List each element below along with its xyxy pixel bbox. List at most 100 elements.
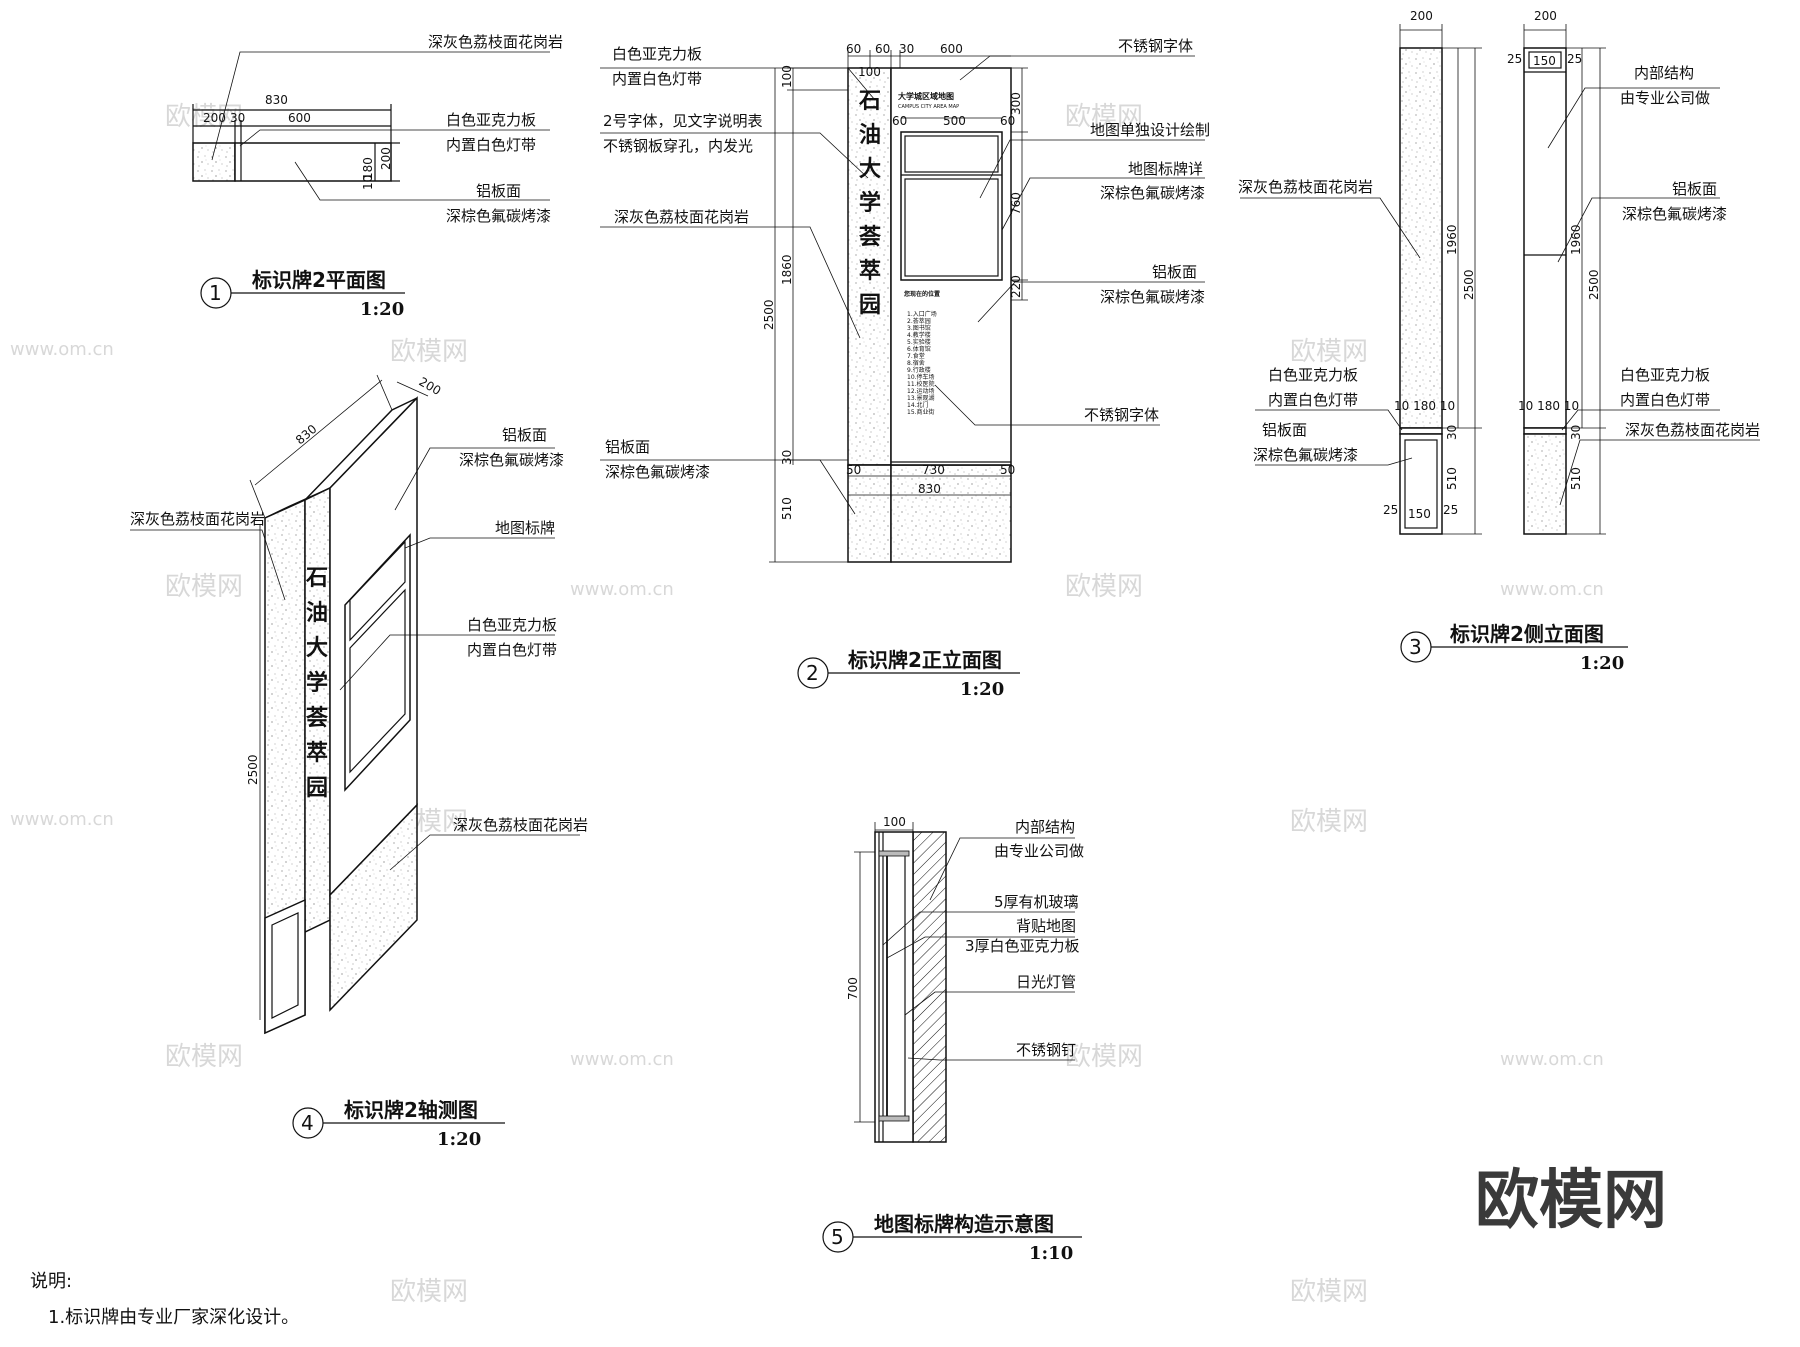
notes-title: 说明:	[30, 1271, 72, 1292]
label: 铝板面	[1152, 263, 1197, 281]
dim: 2500	[1462, 269, 1476, 300]
dim-180: 180	[361, 157, 375, 180]
label: 深棕色氟碳烤漆	[605, 463, 710, 481]
view-scale: 1:10	[1029, 1243, 1073, 1264]
watermark-url: www.om.cn	[570, 579, 674, 600]
label: 不锈钢字体	[1084, 406, 1159, 424]
sign-char: 大	[859, 157, 881, 182]
label: 深灰色荔枝面花岗岩	[453, 816, 588, 834]
view-number: 2	[806, 661, 819, 685]
map-legend-item: 1.入口广场	[907, 310, 937, 318]
dim: 200	[417, 374, 444, 398]
dim-200v: 200	[379, 147, 393, 170]
dim-830: 830	[265, 93, 288, 107]
dim: 1960	[1569, 224, 1583, 255]
plan-granite-block	[192, 142, 236, 182]
map-legend-item: 9.行政楼	[907, 366, 931, 374]
map-legend-item: 6.体育馆	[907, 345, 931, 353]
iso-sign-text: 石 油 大 学 荟 萃 园	[305, 566, 328, 801]
map-title: 大学城区域地图	[898, 91, 954, 101]
dim: 500	[943, 114, 966, 128]
dim: 730	[922, 463, 945, 477]
label: 地图标牌详	[1128, 160, 1203, 178]
label: 内置白色灯带	[467, 641, 557, 659]
label: 内置白色灯带	[1620, 391, 1710, 409]
plan-panel	[234, 142, 392, 182]
watermark: 欧模网	[165, 572, 243, 602]
watermark-url: www.om.cn	[10, 339, 114, 360]
label: 内置白色灯带	[1268, 391, 1358, 409]
label: 地图标牌	[495, 519, 555, 537]
label: 深灰色荔枝面花岗岩	[1625, 421, 1760, 439]
label: 铝板面	[605, 438, 650, 456]
label: 深棕色氟碳烤漆	[1100, 288, 1205, 306]
view-number: 3	[1409, 635, 1422, 659]
sign-char: 石	[305, 566, 328, 591]
dim: 30	[1569, 425, 1583, 440]
front-granite-base-left	[847, 464, 892, 563]
label-light-strip: 内置白色灯带	[446, 136, 536, 154]
label: 地图单独设计绘制	[1090, 121, 1210, 139]
watermark: 欧模网	[165, 1042, 243, 1072]
dim: 100	[858, 65, 881, 79]
dim: 1860	[780, 254, 794, 285]
view-title: 标识牌2平面图	[252, 268, 386, 292]
view-number: 4	[301, 1111, 314, 1135]
view-scale: 1:20	[360, 299, 404, 320]
view-side: 200 1960 2500 10 180 10 30 510 25 150 25…	[1238, 9, 1760, 674]
label-paint: 深棕色氟碳烤漆	[446, 207, 551, 225]
dim: 2500	[246, 754, 260, 785]
watermark-url: www.om.cn	[10, 809, 114, 830]
label: 铝板面	[1672, 180, 1717, 198]
label: 铝板面	[1262, 421, 1307, 439]
dim: 200	[1410, 9, 1433, 23]
view-number: 1	[209, 281, 222, 305]
note-item: 1.标识牌由专业厂家深化设计。	[48, 1307, 299, 1328]
dim: 30	[1445, 425, 1459, 440]
dim: 1960	[1445, 224, 1459, 255]
watermark: 欧模网	[390, 337, 468, 367]
dim: 2500	[762, 299, 776, 330]
label: 白色亚克力板	[467, 616, 557, 634]
sign-char: 园	[306, 776, 328, 801]
map-legend-item: 15.商业街	[907, 408, 935, 416]
dim: 60	[875, 42, 890, 56]
view-scale: 1:20	[1580, 653, 1624, 674]
view-title: 标识牌2侧立面图	[1450, 622, 1604, 646]
label: 深棕色氟碳烤漆	[1100, 184, 1205, 202]
map-subtitle: CAMPUS CITY AREA MAP	[898, 104, 959, 110]
dim: 700	[846, 977, 860, 1000]
map-legend-item: 2.荟萃园	[907, 317, 931, 325]
dim-200: 200	[203, 111, 226, 125]
view-scale: 1:20	[437, 1129, 481, 1150]
dim: 300	[1009, 92, 1023, 115]
dim-10: 10	[361, 175, 375, 190]
sign-char: 荟	[305, 706, 328, 731]
dim: 510	[1569, 467, 1583, 490]
map-legend-item: 8.宿舍	[907, 359, 925, 367]
label: 不锈钢钉	[1016, 1041, 1076, 1059]
label: 铝板面	[502, 426, 547, 444]
dim: 830	[293, 422, 320, 447]
dim: 830	[918, 482, 941, 496]
front-sign-text: 石 油 大 学 荟 萃 园	[858, 89, 881, 318]
watermark: 欧模网	[1290, 337, 1368, 367]
label: 深灰色荔枝面花岗岩	[130, 510, 265, 528]
dim: 10 180 10	[1394, 399, 1455, 413]
sign-char: 萃	[859, 259, 881, 284]
label: 由专业公司做	[1620, 89, 1710, 107]
label: 深棕色氟碳烤漆	[1253, 446, 1358, 464]
dim: 25	[1383, 503, 1398, 517]
label: 白色亚克力板	[1268, 366, 1358, 384]
label: 白色亚克力板	[612, 45, 702, 63]
label-granite: 深灰色荔枝面花岗岩	[428, 33, 563, 51]
watermarks: 欧模网 欧模网 欧模网 欧模网 欧模网 欧模网 欧模网 欧模网 欧模网 欧模网 …	[10, 102, 1604, 1307]
dim: 100	[780, 65, 794, 88]
label: 深棕色氟碳烤漆	[1622, 205, 1727, 223]
label: 白色亚克力板	[1620, 366, 1710, 384]
map-legend-item: 5.实验楼	[907, 338, 931, 346]
watermark-url: www.om.cn	[1500, 579, 1604, 600]
dim: 30	[780, 450, 794, 465]
watermark: 欧模网	[1065, 102, 1143, 132]
dim: 60	[846, 42, 861, 56]
